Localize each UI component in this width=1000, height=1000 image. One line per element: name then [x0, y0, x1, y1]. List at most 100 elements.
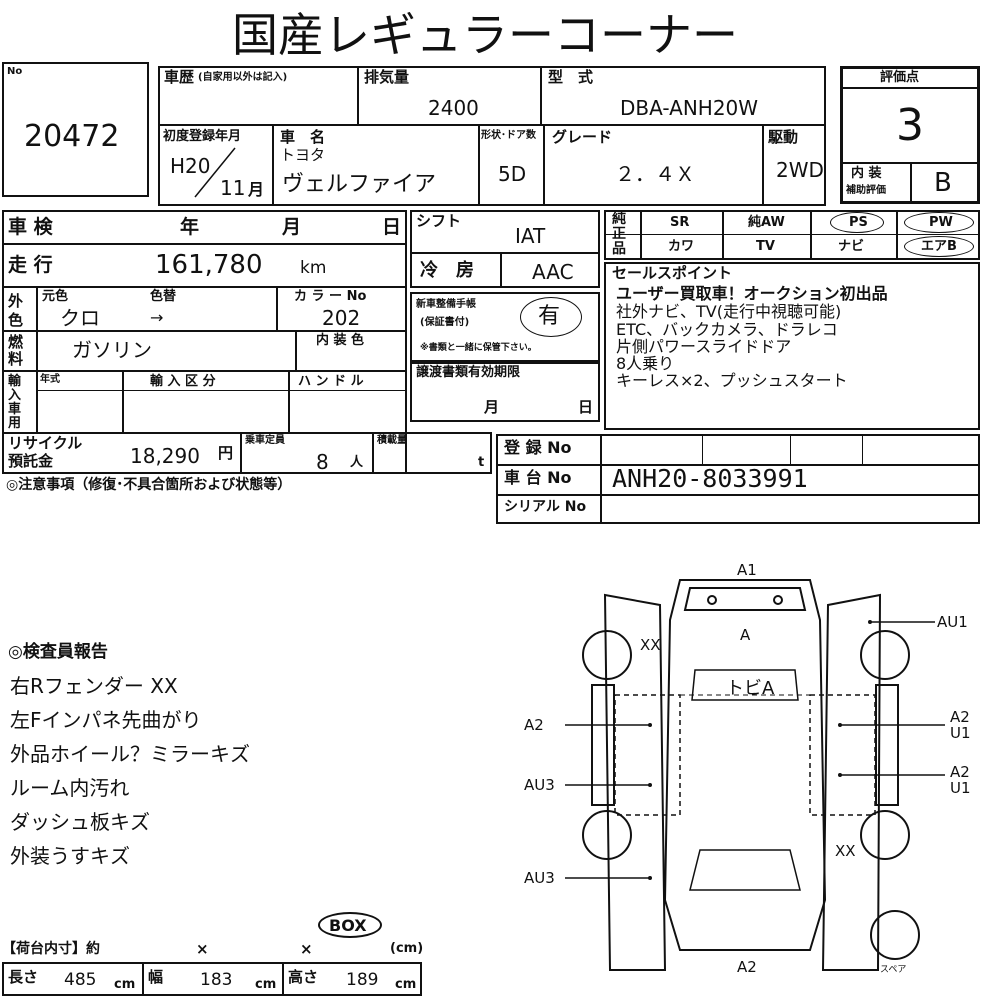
interior-sub-label: 補助評価	[846, 185, 886, 196]
inspection-day-unit: 日	[382, 216, 402, 238]
first-reg-label: 初度登録年月	[163, 129, 242, 144]
model-label: 型 式	[548, 68, 594, 86]
maker: トヨタ	[280, 146, 326, 164]
cargo-label: 【荷台内寸】約	[2, 941, 100, 957]
import-label: 輸入車用	[8, 374, 22, 431]
equip-airbag: エアB	[921, 239, 957, 254]
color-change-label: 色替	[150, 289, 177, 304]
caution-label: ◎注意事項（修復･不具合箇所および状態等）	[6, 477, 292, 493]
drive-label: 駆動	[768, 128, 799, 146]
fuel-label: 燃料	[8, 333, 24, 368]
mileage-label: 走 行	[8, 254, 53, 276]
sales-point-1: ユーザー買取車！オークション初出品	[616, 284, 888, 303]
inspector-item-2: 左Fインパネ先曲がり	[10, 708, 202, 732]
sales-points-box	[604, 262, 980, 430]
km-unit: km	[300, 258, 327, 278]
history-note: (自家用以外は記入)	[198, 72, 288, 83]
equip-pw-oval: PW	[904, 212, 974, 233]
equip-tv: TV	[756, 239, 775, 254]
inspector-item-6: 外装うすキズ	[10, 844, 130, 868]
inspector-item-4: ルーム内汚れ	[10, 776, 130, 800]
vehicle-info-block	[158, 66, 826, 206]
model-value: DBA-ANH20W	[620, 96, 759, 120]
height-value: 189	[346, 970, 379, 990]
length-value: 485	[64, 970, 97, 990]
shift-value: IAT	[515, 224, 546, 248]
box-oval: BOX	[318, 912, 382, 938]
equip-navi: ナビ	[838, 239, 865, 254]
maintenance-label: 新車整備手帳	[416, 299, 476, 310]
grade-value: ２．４Ｘ	[615, 162, 695, 186]
diagram-left-rear-label: AU3	[524, 869, 555, 887]
diagram-left-door2-label: AU3	[524, 776, 555, 794]
transfer-day-unit: 日	[578, 398, 594, 416]
handle-label: ハ ン ド ル	[298, 374, 364, 389]
yen-unit: 円	[218, 444, 234, 462]
eval-score: 3	[896, 100, 924, 151]
diagram-left-door1-label: A2	[524, 716, 544, 734]
ac-value: AAC	[532, 260, 574, 284]
capacity-value: 8	[316, 450, 329, 474]
cargo-times-2: ×	[300, 940, 313, 958]
year-type-label: 年式	[40, 374, 60, 385]
inspector-item-5: ダッシュ板キズ	[10, 810, 150, 834]
registration-box	[496, 434, 980, 524]
interior-label: 内 装	[851, 166, 882, 181]
diagram-spare-label: スペア	[880, 965, 906, 975]
transfer-label: 譲渡書類有効期限	[416, 365, 521, 380]
diagram-right-fender-label: AU1	[937, 613, 968, 631]
load-label: 積載量	[377, 435, 407, 446]
width-unit: cm	[255, 977, 277, 992]
first-reg-month: 11	[220, 176, 246, 200]
history-label: 車歴	[164, 68, 195, 86]
maintenance-sub-label: (保証書付)	[420, 317, 470, 328]
displacement-label: 排気量	[364, 68, 410, 86]
no-label: No	[7, 66, 23, 77]
length-unit: cm	[114, 977, 136, 992]
diagram-roof-label: トビA	[726, 678, 775, 699]
sales-point-3: ETC、バックカメラ、ドラレコ	[616, 320, 838, 339]
color-arrow: →	[150, 308, 164, 327]
diagram-left-front-label: XX	[640, 636, 661, 654]
shift-ac-box	[410, 210, 600, 288]
person-unit: 人	[350, 455, 364, 470]
recycle-value: 18,290	[130, 444, 200, 468]
height-unit: cm	[395, 977, 417, 992]
sales-label: セールスポイント	[612, 264, 733, 282]
recycle-sub-label: 預託金	[8, 452, 54, 470]
reg-no-label: 登 録 No	[504, 438, 572, 457]
maintenance-note: ※書類と一緒に保管下さい。	[420, 343, 537, 353]
damage-diagram: A1 A トビA A2 XX AU1 A2 A2 U1 AU3 A2 U1 AU…	[524, 561, 971, 976]
inspection-year-unit: 年	[180, 216, 200, 238]
lot-number-box: No 20472	[2, 62, 149, 197]
diagram-right-door2-b: U1	[950, 779, 971, 797]
month-unit: 月	[248, 180, 265, 199]
diagram-right-door1-a: A2	[950, 708, 970, 726]
transfer-box	[410, 362, 600, 422]
capacity-label: 乗車定員	[245, 435, 285, 446]
inspector-label: ◎検査員報告	[8, 642, 108, 662]
exterior-label: 外色	[8, 292, 24, 329]
serial-label: シリアル No	[504, 499, 587, 515]
inspection-label: 車 検	[8, 216, 53, 238]
diagram-right-rear-label: XX	[835, 842, 856, 860]
equip-alloy-wheel: 純AW	[748, 215, 785, 230]
inspection-month-unit: 月	[282, 216, 302, 238]
spec-grid	[2, 210, 407, 474]
recycle-label: リサイクル	[8, 434, 83, 452]
cargo-times-1: ×	[196, 940, 209, 958]
chassis-label: 車 台 No	[504, 468, 572, 487]
displacement-value: 2400	[428, 96, 479, 120]
equip-ps-oval: PS	[830, 212, 884, 233]
grade-label: グレード	[552, 128, 613, 146]
maintenance-box	[410, 292, 600, 362]
equipment-box	[604, 210, 980, 260]
car-name: ヴェルファイア	[282, 172, 437, 197]
width-label: 幅	[148, 968, 164, 986]
box-label: BOX	[329, 916, 367, 935]
transfer-month-unit: 月	[484, 398, 500, 416]
width-value: 183	[200, 970, 233, 990]
diagram-right-door2-a: A2	[950, 763, 970, 781]
sales-point-4: 片側パワースライドドア	[616, 337, 792, 356]
cargo-cm-paren: (cm)	[390, 941, 424, 956]
